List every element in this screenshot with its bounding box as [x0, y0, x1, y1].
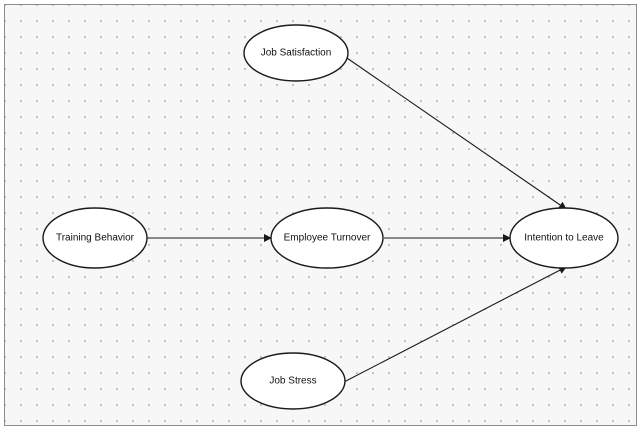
- edge-satisfaction-to-intention: [343, 55, 567, 210]
- node-label-training-behavior: Training Behavior: [56, 233, 135, 244]
- node-label-job-stress: Job Stress: [269, 376, 316, 387]
- node-intention-to-leave[interactable]: Intention to Leave: [509, 207, 619, 269]
- node-label-intention-to-leave: Intention to Leave: [524, 233, 604, 244]
- node-training-behavior[interactable]: Training Behavior: [42, 207, 148, 269]
- node-label-employee-turnover: Employee Turnover: [284, 233, 371, 244]
- edge-stress-to-intention: [343, 266, 567, 383]
- node-job-stress[interactable]: Job Stress: [240, 352, 346, 410]
- node-employee-turnover[interactable]: Employee Turnover: [270, 207, 384, 269]
- node-label-job-satisfaction: Job Satisfaction: [261, 48, 332, 59]
- node-job-satisfaction[interactable]: Job Satisfaction: [243, 24, 349, 82]
